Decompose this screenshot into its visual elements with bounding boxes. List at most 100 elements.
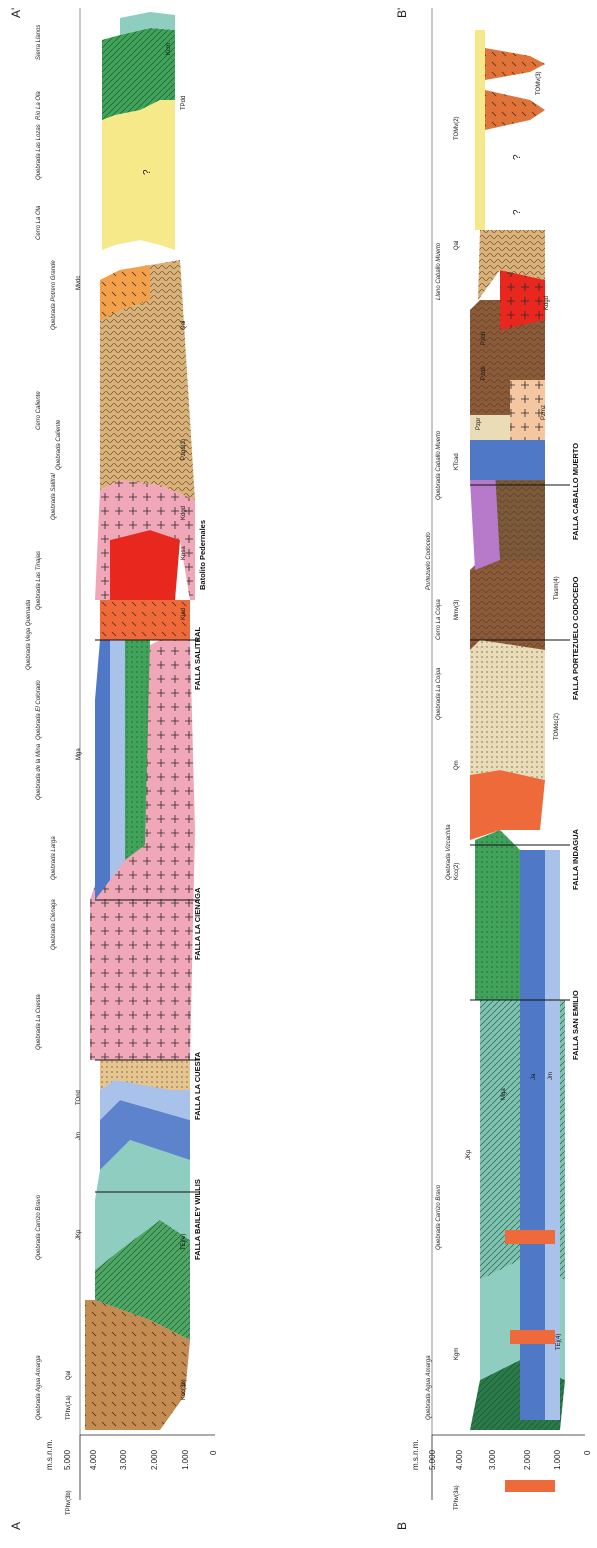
place-label: Cerro Caliente [36, 391, 42, 430]
place-label: Quebrada Carrizo Bravo [36, 1194, 42, 1260]
unit-label: Qal [181, 321, 187, 330]
place-label: Quebrada Agua Amarga [36, 1355, 42, 1420]
unit-label: TEj(e) [181, 1234, 187, 1250]
unit-label: Jm [76, 1132, 82, 1140]
place-label: Quebrada El Colorado [36, 680, 42, 740]
section-b-start-label: B [395, 1522, 409, 1530]
unit-label: Pzmz [541, 405, 547, 420]
unit-label: Qm [454, 760, 460, 770]
fault-label: FALLA SAN EMILIO [571, 990, 580, 1060]
axis-unit: m.s.n.m. [45, 1439, 54, 1470]
section-a-end-label: A' [9, 8, 23, 18]
place-label: Llano Caballo Muerto [436, 242, 442, 300]
unit-label: Ja [531, 1073, 537, 1080]
place-label: Portezuelo Codocedo [426, 532, 432, 590]
unit-label: Pzgd(2) [181, 439, 187, 460]
tick-label: 2.000 [150, 1449, 159, 1470]
tick-label: 5.000 [428, 1449, 437, 1470]
unit-label: Pzpr [476, 418, 482, 430]
tick-label: 0 [209, 1450, 218, 1455]
tick-label: 5.000 [63, 1449, 72, 1470]
place-label: Quebrada de la Mina [36, 743, 42, 800]
place-label: Quebrada Larga [51, 836, 57, 880]
section-b-end-label: B' [395, 8, 409, 18]
tick-label: 0 [583, 1450, 592, 1455]
tick-label: 4.000 [89, 1449, 98, 1470]
unit-region [470, 770, 545, 840]
tick-label: 2.000 [523, 1449, 532, 1470]
unit-label: Mvdc [76, 276, 82, 290]
tick-label: 4.000 [455, 1449, 464, 1470]
unit-region [510, 1330, 555, 1344]
place-label: Cerro La Ola [36, 205, 42, 240]
unit-label: Kdgd [544, 296, 550, 310]
place-label: Quebrada Caballo Muerto [436, 430, 442, 500]
section-b-place-names: Quebrada Agua Amarga Quebrada Carrizo Br… [426, 242, 452, 1420]
place-label: Río La Ola [36, 91, 42, 120]
fault-label: FALLA LA CUESTA [193, 1051, 202, 1120]
unit-region [110, 530, 180, 600]
section-b-strata [470, 30, 565, 1492]
tick-label: 1.000 [181, 1449, 190, 1470]
unit-label: KTcad [454, 453, 460, 470]
tick-label: 1.000 [553, 1449, 562, 1470]
unit-label: Kpsa [181, 546, 187, 560]
fault-label: FALLA PORTEZUELO CODOCEDO [571, 576, 580, 700]
unit-label: TPhv(3b) [66, 1490, 72, 1515]
unit-label: Kcm [166, 43, 172, 55]
unit-region [475, 30, 485, 230]
unit-label: TPhv(3a) [454, 1485, 460, 1510]
place-label: Quebrada Vega Quemada [26, 599, 32, 670]
place-label: Quebrada Vizcachita [446, 824, 452, 880]
question-mark: ? [142, 169, 153, 175]
place-label: Quebrada Carrizo Bravo [436, 1184, 442, 1250]
unit-label: Kiad [181, 608, 187, 620]
unit-region [110, 640, 125, 880]
unit-label: TPdd [181, 96, 187, 110]
unit-label: Kgm [454, 1348, 460, 1360]
section-b: 5.000 4.000 3.000 2.000 1.000 0 m.s.n.m.… [395, 8, 592, 1530]
unit-region [95, 640, 110, 900]
unit-label: JKp [466, 1149, 472, 1160]
unit-label: Kcc(3b) [181, 1379, 187, 1400]
unit-region [505, 1230, 555, 1244]
place-label: Quebrada Las Tinajas [36, 551, 42, 610]
tick-label: 3.000 [119, 1449, 128, 1470]
tick-label: 3.000 [488, 1449, 497, 1470]
unit-label: Qal [66, 1371, 72, 1380]
unit-label: JKp [76, 1229, 82, 1240]
unit-label: TOMv(3) [536, 71, 542, 95]
section-a-strata [85, 12, 195, 1430]
place-label: Quebrada Caliente [56, 419, 62, 470]
place-label: Quebrada La Cuesta [36, 994, 42, 1050]
axis-unit: m.s.n.m. [411, 1439, 420, 1470]
unit-label: Pzch [481, 332, 487, 345]
place-label: Quebrada Potrero Grande [51, 260, 57, 330]
section-a-place-names: Quebrada Agua Amarga Quebrada Carrizo Br… [26, 25, 62, 1420]
place-label: Quebrada Ciénaga [51, 899, 57, 950]
unit-label: Tlasm(4) [554, 576, 560, 600]
fault-label: FALLA SALITRAL [193, 627, 202, 690]
fault-label: FALLA INDAGUA [571, 828, 580, 890]
unit-label: TEj(4) [556, 1334, 562, 1350]
batholith-label: Batolito Pedernales [198, 520, 207, 590]
fault-label: FALLA BAILEY WILLIS [193, 1179, 202, 1260]
unit-label: Jm [548, 1072, 554, 1080]
place-label: Quebrada Las Lozas [36, 124, 42, 180]
unit-label: Mga [501, 1088, 507, 1100]
section-a-start-label: A [9, 1522, 23, 1530]
question-mark: ? [512, 209, 523, 215]
unit-label: Mga [76, 748, 82, 760]
place-label: Cerro La Coipa [436, 599, 442, 640]
unit-label: Pzdb [481, 366, 487, 380]
unit-label: TOMdc(2) [554, 713, 560, 740]
unit-label: TPhv(1a) [66, 1395, 72, 1420]
place-label: Quebrada Salitral [51, 473, 57, 520]
unit-label: Qal [454, 241, 460, 250]
question-mark: ? [512, 154, 523, 160]
place-label: Quebrada La Coipa [436, 667, 442, 720]
section-a: 5.000 4.000 3.000 2.000 1.000 0 m.s.n.m.… [9, 8, 218, 1530]
place-label: Quebrada Agua Amarga [426, 1355, 432, 1420]
unit-label: TOrid [76, 1090, 82, 1105]
